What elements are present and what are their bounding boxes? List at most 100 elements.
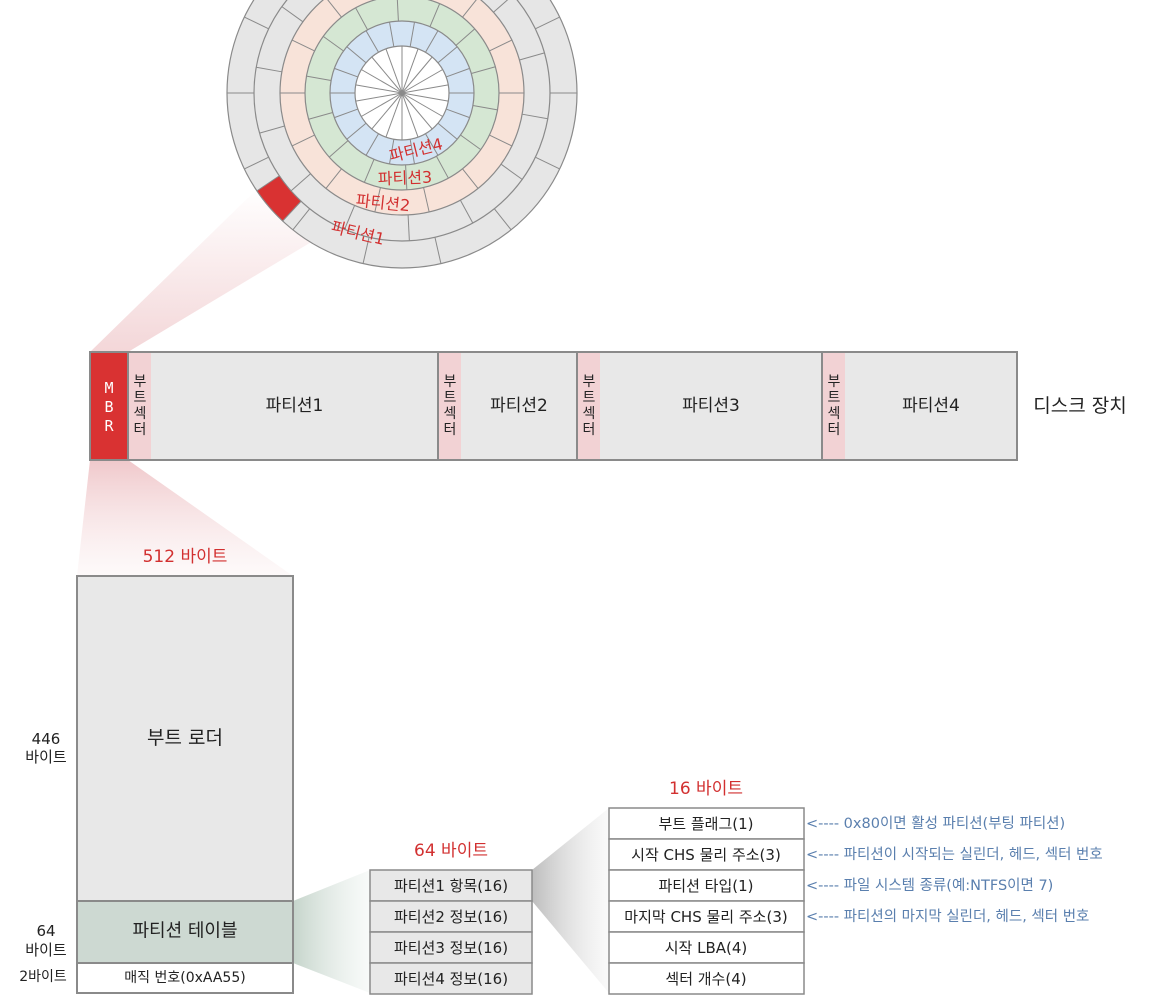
entry-field-row [608,807,805,840]
partition-entry-row [369,869,533,902]
sector-divider [455,28,476,46]
sector-divider [346,46,367,64]
sector-divider [425,30,439,53]
sector-divider [385,48,403,94]
boot-loader-size-unit: 바이트 [25,748,67,766]
sector-divider [334,108,359,119]
entry-field-label: 마지막 CHS 물리 주소(3) [624,908,787,926]
boot-sector-cell [439,353,461,459]
entry-field-note: <---- 파티션의 마지막 실린더, 헤드, 섹터 번호 [806,908,1089,925]
partition-entry-label: 파티션1 항목(16) [394,877,508,895]
sector-divider [407,214,410,241]
mbr-size-label: 512 바이트 [143,547,228,567]
sector-divider [244,156,269,170]
sector-divider [401,92,443,117]
sector-divider [327,0,342,18]
mbr-char: R [104,417,114,435]
entry-field-row [608,869,805,902]
sector-divider [396,0,399,22]
boot-sector-char: 섹 [828,406,841,422]
sector-divider [489,134,513,147]
sector-divider [371,92,403,130]
sector-divider [389,22,395,47]
sector-divider [256,66,282,73]
boot-sector-char: 섹 [583,406,596,422]
boot-sector-char: 부 [134,374,147,390]
sector-divider [462,0,477,18]
sector-divider [489,39,513,52]
partition-entry-row [369,900,533,933]
sector-divider [535,156,560,170]
boot-sector-char: 트 [828,390,841,406]
sector-divider [325,168,342,189]
mbr-zoom-fan-top [90,188,318,352]
sector-divider [389,139,395,164]
entry-field-label: 시작 LBA(4) [665,939,748,957]
partition-table-area [76,900,294,964]
entry-field-label: 파티션 타입(1) [658,877,753,895]
boot-sector-char: 트 [444,390,457,406]
entry-field-note: <---- 파티션이 시작되는 실린더, 헤드, 섹터 번호 [806,846,1103,863]
sector-divider [460,134,482,151]
mbr-zoom-fan-bottom [77,460,293,576]
partition-entry-row [369,931,533,964]
disk-partition-label: 파티션2 [490,396,548,416]
magic-number-label: 매직 번호(0xAA55) [124,970,245,986]
partition-table-zoom-fan [293,870,370,993]
disk-partition-label: 파티션1 [266,396,324,416]
magic-number-size: 2바이트 [19,969,67,985]
sector-divider [362,237,370,264]
boot-sector-char: 부 [583,374,596,390]
boot-sector-char: 터 [444,422,457,438]
sector-divider [355,7,369,31]
entry-field-row [608,962,805,995]
sector-divider [500,163,523,180]
boot-sector-char: 트 [134,390,147,406]
boot-sector-char: 트 [583,390,596,406]
sector-divider [401,69,443,94]
mbr-sector-highlight [256,175,302,222]
entry-field-note: <---- 0x80이면 활성 파티션(부팅 파티션) [806,815,1065,832]
sector-divider [365,133,379,156]
sector-divider [385,92,403,138]
disk-partition-label: 파티션4 [902,396,960,416]
sector-divider [346,122,367,140]
sector-divider [328,140,349,158]
sector-divider [334,67,359,78]
mbr-cell [89,351,129,461]
sector-divider [365,30,379,53]
sector-divider [401,92,419,138]
sector-divider [405,164,408,190]
boot-sector-char: 부 [444,374,457,390]
disk-device-label: 디스크 장치 [1033,395,1126,417]
partition-table-size-label: 64 바이트 [414,841,488,861]
sector-divider [344,205,356,230]
sector-divider [445,67,470,78]
entry-field-label: 시작 CHS 물리 주소(3) [631,846,781,864]
sector-divider [355,84,403,94]
boot-sector-char: 섹 [444,406,457,422]
platter-partition-label: 파티션3 [378,168,433,189]
boot-loader-label: 부트 로더 [147,727,223,749]
boot-sector-char: 부 [828,374,841,390]
sector-divider [437,46,458,64]
sector-divider [291,134,315,147]
boot-sector-cell [823,353,845,459]
boot-sector-char: 터 [134,422,147,438]
sector-divider [306,75,332,81]
sector-divider [371,56,403,94]
entry-field-label: 부트 플래그(1) [658,815,753,833]
sector-divider [437,122,458,140]
partition-table-size: 64 [36,922,55,940]
sector-divider [401,84,449,94]
entry-field-label: 섹터 개수(4) [665,970,746,988]
boot-sector-char: 터 [583,422,596,438]
sector-divider [423,187,430,213]
mbr-char: M [104,379,113,397]
partition-entry-label: 파티션2 정보(16) [394,908,508,926]
boot-loader-size: 446 [32,730,61,748]
